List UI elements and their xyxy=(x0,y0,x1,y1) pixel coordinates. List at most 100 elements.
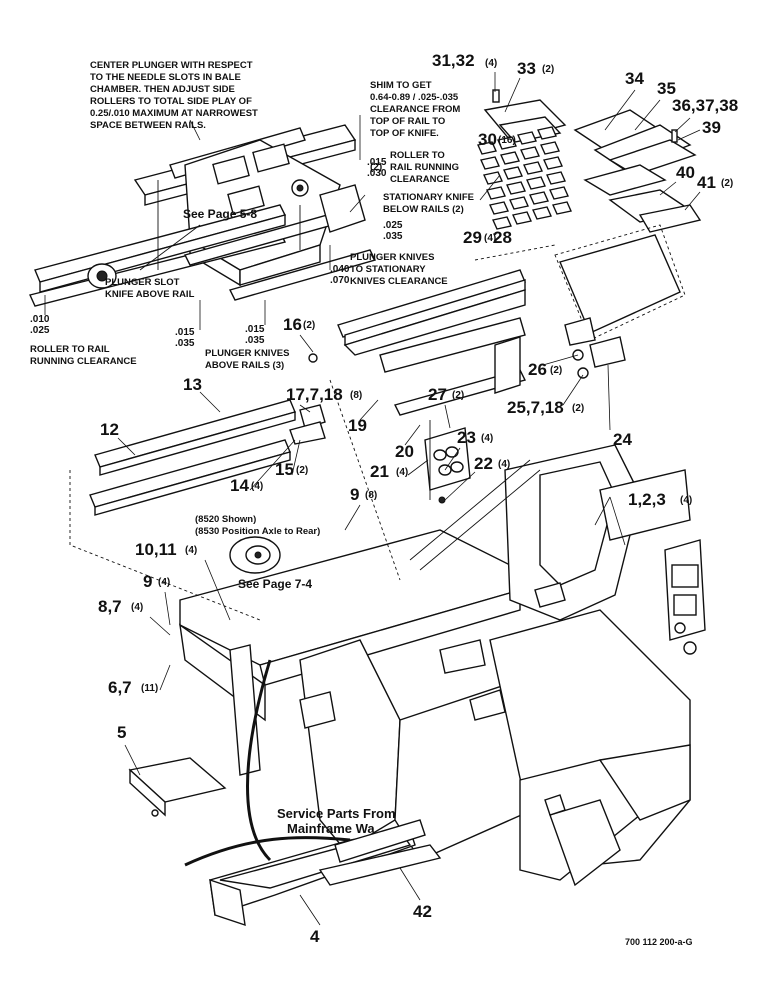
part-callout-31-32: 31,32(4) xyxy=(432,51,497,70)
plunger-assembly-illustration xyxy=(29,124,377,307)
svg-text:(2): (2) xyxy=(572,403,584,414)
knife-tile xyxy=(520,146,540,160)
knife-tile xyxy=(537,126,557,140)
svg-text:.015: .015 xyxy=(175,327,195,338)
svg-text:ABOVE RAILS (3): ABOVE RAILS (3) xyxy=(205,360,284,371)
svg-text:TOP OF KNIFE.: TOP OF KNIFE. xyxy=(370,128,439,139)
svg-text:TO THE NEEDLE SLOTS IN BALE: TO THE NEEDLE SLOTS IN BALE xyxy=(90,72,241,83)
part-callout-16: 16(2) xyxy=(283,315,315,334)
svg-text:5: 5 xyxy=(117,723,126,742)
svg-text:ROLLER TO RAIL: ROLLER TO RAIL xyxy=(30,344,110,355)
knife-tile xyxy=(497,136,517,150)
part-callout-36-37-38: 36,37,38 xyxy=(672,96,738,115)
part-callout-23: 23(4) xyxy=(457,428,493,447)
part-callout-30: 30(16) xyxy=(478,130,516,149)
part-callout-41: 41(2) xyxy=(697,173,733,192)
svg-text:33: 33 xyxy=(517,59,536,78)
part-callout-24: 24 xyxy=(613,430,632,449)
svg-text:14: 14 xyxy=(230,476,249,495)
knife-tile xyxy=(506,181,526,195)
part-callout-9-left: 9 (4) xyxy=(143,572,170,591)
note-shim: SHIM TO GET 0.64-0.89 / .025-.035 CLEARA… xyxy=(370,80,460,139)
svg-text:8,7: 8,7 xyxy=(98,597,122,616)
svg-text:(4): (4) xyxy=(498,459,510,470)
callout-leaders xyxy=(117,72,701,926)
svg-text:SPACE BETWEEN RAILS.: SPACE BETWEEN RAILS. xyxy=(90,120,206,131)
svg-text:17,7,18: 17,7,18 xyxy=(286,385,343,404)
svg-text:25,7,18: 25,7,18 xyxy=(507,398,564,417)
svg-text:29: 29 xyxy=(463,228,482,247)
note-model-shown: (8520 Shown) xyxy=(195,514,256,525)
knife-tile xyxy=(523,161,543,175)
svg-text:(11): (11) xyxy=(141,683,158,694)
svg-text:.035: .035 xyxy=(175,338,195,349)
svg-text:(2): (2) xyxy=(542,64,554,75)
service-parts-illustration xyxy=(184,659,442,927)
part-callout-1-2-3: 1,2,3(4) xyxy=(628,490,692,509)
svg-text:(8): (8) xyxy=(365,490,377,501)
part-callout-12: 12 xyxy=(100,420,119,439)
svg-text:6,7: 6,7 xyxy=(108,678,132,697)
mainframe-illustration xyxy=(179,444,706,887)
note-plunger-knives-above: PLUNGER KNIVES ABOVE RAILS (3) xyxy=(205,348,289,371)
part-callout-26: 26(2) xyxy=(528,360,562,379)
knife-tile xyxy=(483,171,503,185)
part-callout-29: 29(4) xyxy=(463,228,496,247)
svg-text:(4): (4) xyxy=(481,433,493,444)
knife-tile xyxy=(532,206,552,220)
svg-text:ROLLER TO: ROLLER TO xyxy=(390,150,445,161)
doc-code: 700 112 200-a-G xyxy=(625,937,693,947)
part-callout-9-top: 9 (8) xyxy=(350,485,377,504)
svg-text:(4): (4) xyxy=(484,233,496,244)
part-callout-10-11: 10,11(4) xyxy=(135,540,197,559)
svg-text:PLUNGER KNIVES: PLUNGER KNIVES xyxy=(350,252,434,263)
svg-text:16: 16 xyxy=(283,315,302,334)
svg-text:9: 9 xyxy=(143,572,152,591)
knife-tile xyxy=(486,186,506,200)
knife-tile xyxy=(512,211,532,225)
note-service-parts: Service Parts From Mainframe Wa xyxy=(277,806,396,836)
svg-text:(4): (4) xyxy=(131,602,143,613)
svg-text:.015: .015 xyxy=(367,157,387,168)
knife-tiles-grid xyxy=(477,126,572,230)
note-center-plunger: CENTER PLUNGER WITH RESPECT TO THE NEEDL… xyxy=(90,60,258,131)
rail-and-bracket-illustration xyxy=(337,224,686,416)
part-callout-35: 35 xyxy=(657,79,676,98)
svg-text:(2): (2) xyxy=(550,365,562,376)
svg-text:(4): (4) xyxy=(396,467,408,478)
part-callout-5: 5 xyxy=(117,723,126,742)
wear-plate-21-illustration xyxy=(424,420,471,504)
note-model-axle: (8530 Position Axle to Rear) xyxy=(195,526,320,537)
part-callout-14: 14(4) xyxy=(230,476,263,495)
svg-text:CLEARANCE FROM: CLEARANCE FROM xyxy=(370,104,460,115)
svg-text:(4): (4) xyxy=(680,495,692,506)
svg-text:13: 13 xyxy=(183,375,202,394)
svg-text:10,11: 10,11 xyxy=(135,540,177,559)
svg-text:(2): (2) xyxy=(721,178,733,189)
note-roller-running: ROLLER TO RAIL RUNNING CLEARANCE xyxy=(30,344,137,367)
svg-text:35: 35 xyxy=(657,79,676,98)
svg-text:TO STATIONARY: TO STATIONARY xyxy=(350,264,426,275)
svg-text:9: 9 xyxy=(350,485,359,504)
part-callout-27: 27 (2) xyxy=(428,385,464,404)
svg-text:PLUNGER KNIVES: PLUNGER KNIVES xyxy=(205,348,289,359)
part-callout-20: 20 xyxy=(395,442,414,461)
part-callout-28: 28 xyxy=(493,228,512,247)
svg-text:.010: .010 xyxy=(30,314,50,325)
svg-text:CLEARANCE: CLEARANCE xyxy=(390,174,450,185)
knife-tile xyxy=(529,191,549,205)
knife-tile xyxy=(549,186,569,200)
svg-text:39: 39 xyxy=(702,118,721,137)
svg-text:(4): (4) xyxy=(158,577,170,588)
svg-text:21: 21 xyxy=(370,462,389,481)
svg-text:.070: .070 xyxy=(330,275,350,286)
part-callout-33: 33 (2) xyxy=(517,59,554,78)
bracket-5-illustration xyxy=(128,757,227,817)
svg-text:27: 27 xyxy=(428,385,447,404)
knife-tile xyxy=(480,156,500,170)
svg-text:(2): (2) xyxy=(452,390,464,401)
svg-text:RAIL RUNNING: RAIL RUNNING xyxy=(390,162,459,173)
svg-text:34: 34 xyxy=(625,69,644,88)
